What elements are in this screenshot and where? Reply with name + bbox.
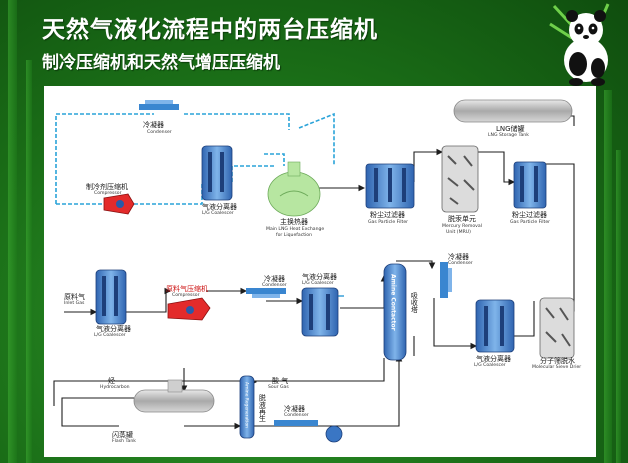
main-exchanger-label: 主换热器 xyxy=(280,218,308,226)
amine-regeneration-label: Amine Regeneration xyxy=(243,382,249,428)
lng-tank-en-label: LNG Storage Tank xyxy=(488,133,529,138)
condenser-right-label: 冷凝器 xyxy=(448,253,469,261)
flash-tank-label: 闪蒸罐 xyxy=(112,431,133,439)
absorber-tower-label: 吸收塔 xyxy=(410,292,419,313)
condenser-mid-label: 冷凝器 xyxy=(264,275,285,283)
molecular-sieve-en-label: Molecular Sieve Drier xyxy=(532,365,582,370)
bamboo-stalk xyxy=(604,90,612,463)
feed-compressor-label: 原料气压缩机 xyxy=(166,285,208,293)
lg-coalescer-1-label: 气液分离器 xyxy=(202,203,237,211)
condenser-bottom-label: 冷凝器 xyxy=(284,405,305,413)
lng-tank-label: LNG储罐 xyxy=(496,125,525,133)
lg-coalescer-2-en-label: L/G Coalescer xyxy=(94,333,126,338)
condenser-mid-en-label: Condenser xyxy=(262,283,287,288)
lg-coalescer-4-en-label: L/G Coalescer xyxy=(474,363,506,368)
condenser-bottom-en-label: Condenser xyxy=(284,413,309,418)
condenser-top-label: 冷凝器 xyxy=(143,121,164,129)
molecular-sieve-label: 分子筛脱水 xyxy=(540,357,575,365)
sour-gas-en-label: Sour Gas xyxy=(268,385,289,390)
condenser-right-en-label: Condenser xyxy=(448,261,473,266)
flow-lines xyxy=(53,99,575,443)
main-exchanger-en-label-2: for Liquefaction xyxy=(276,233,313,238)
slide-subtitle: 制冷压缩机和天然气增压压缩机 xyxy=(42,53,280,73)
amine-contactor-label: Amine Contactor xyxy=(389,274,397,331)
slide-title: 天然气液化流程中的两台压缩机 xyxy=(42,17,378,43)
condenser-top-en-label: Condenser xyxy=(147,130,172,135)
inlet-gas-label: 原料气 xyxy=(64,293,85,301)
mercury-unit-en-label-1: Mercury Removal xyxy=(442,224,482,229)
process-flow-diagram: 冷凝器 Condenser 制冷剂压缩机 Compressor 气液分离器 L/… xyxy=(44,86,596,457)
mercury-unit-en-label-2: Unit (MRU) xyxy=(446,230,471,235)
hydrocarbon-label: 烃 xyxy=(108,377,115,385)
lg-coalescer-2-label: 气液分离器 xyxy=(96,325,131,333)
lg-coalescer-1-en-label: L/G Coalescer xyxy=(202,211,234,216)
bamboo-stalk xyxy=(8,0,17,463)
panda-mascot-icon xyxy=(549,3,610,86)
refrigerant-compressor-en-label: Compressor xyxy=(94,191,122,196)
bamboo-stalk xyxy=(26,60,32,463)
feed-compressor-en-label: Compressor xyxy=(172,293,200,298)
lg-coalescer-4-label: 气液分离器 xyxy=(476,355,511,363)
gas-filter-2-label: 粉尘过滤器 xyxy=(512,211,547,219)
refrigerant-compressor-label: 制冷剂压缩机 xyxy=(86,183,128,191)
bamboo-stalk xyxy=(616,150,621,463)
main-exchanger-en-label-1: Main LNG Heat Exchange xyxy=(266,227,325,232)
lg-coalescer-3-label: 气液分离器 xyxy=(302,273,337,281)
flash-tank-en-label: Flash Tank xyxy=(112,439,136,444)
regen-tower-label: 脱液再生 xyxy=(258,394,267,422)
sour-gas-label: 酸 气 xyxy=(272,377,289,385)
hydrocarbon-en-label: Hydrocarbon xyxy=(100,385,130,390)
inlet-gas-en-label: Inlet Gas xyxy=(64,301,85,306)
gas-filter-1-label: 粉尘过滤器 xyxy=(370,211,405,219)
gas-filter-1-en-label: Gas Particle Filter xyxy=(368,220,409,225)
gas-filter-2-en-label: Gas Particle Filter xyxy=(510,220,551,225)
lg-coalescer-3-en-label: L/G Coalescer xyxy=(302,281,334,286)
mercury-unit-label: 脱汞单元 xyxy=(448,215,476,223)
